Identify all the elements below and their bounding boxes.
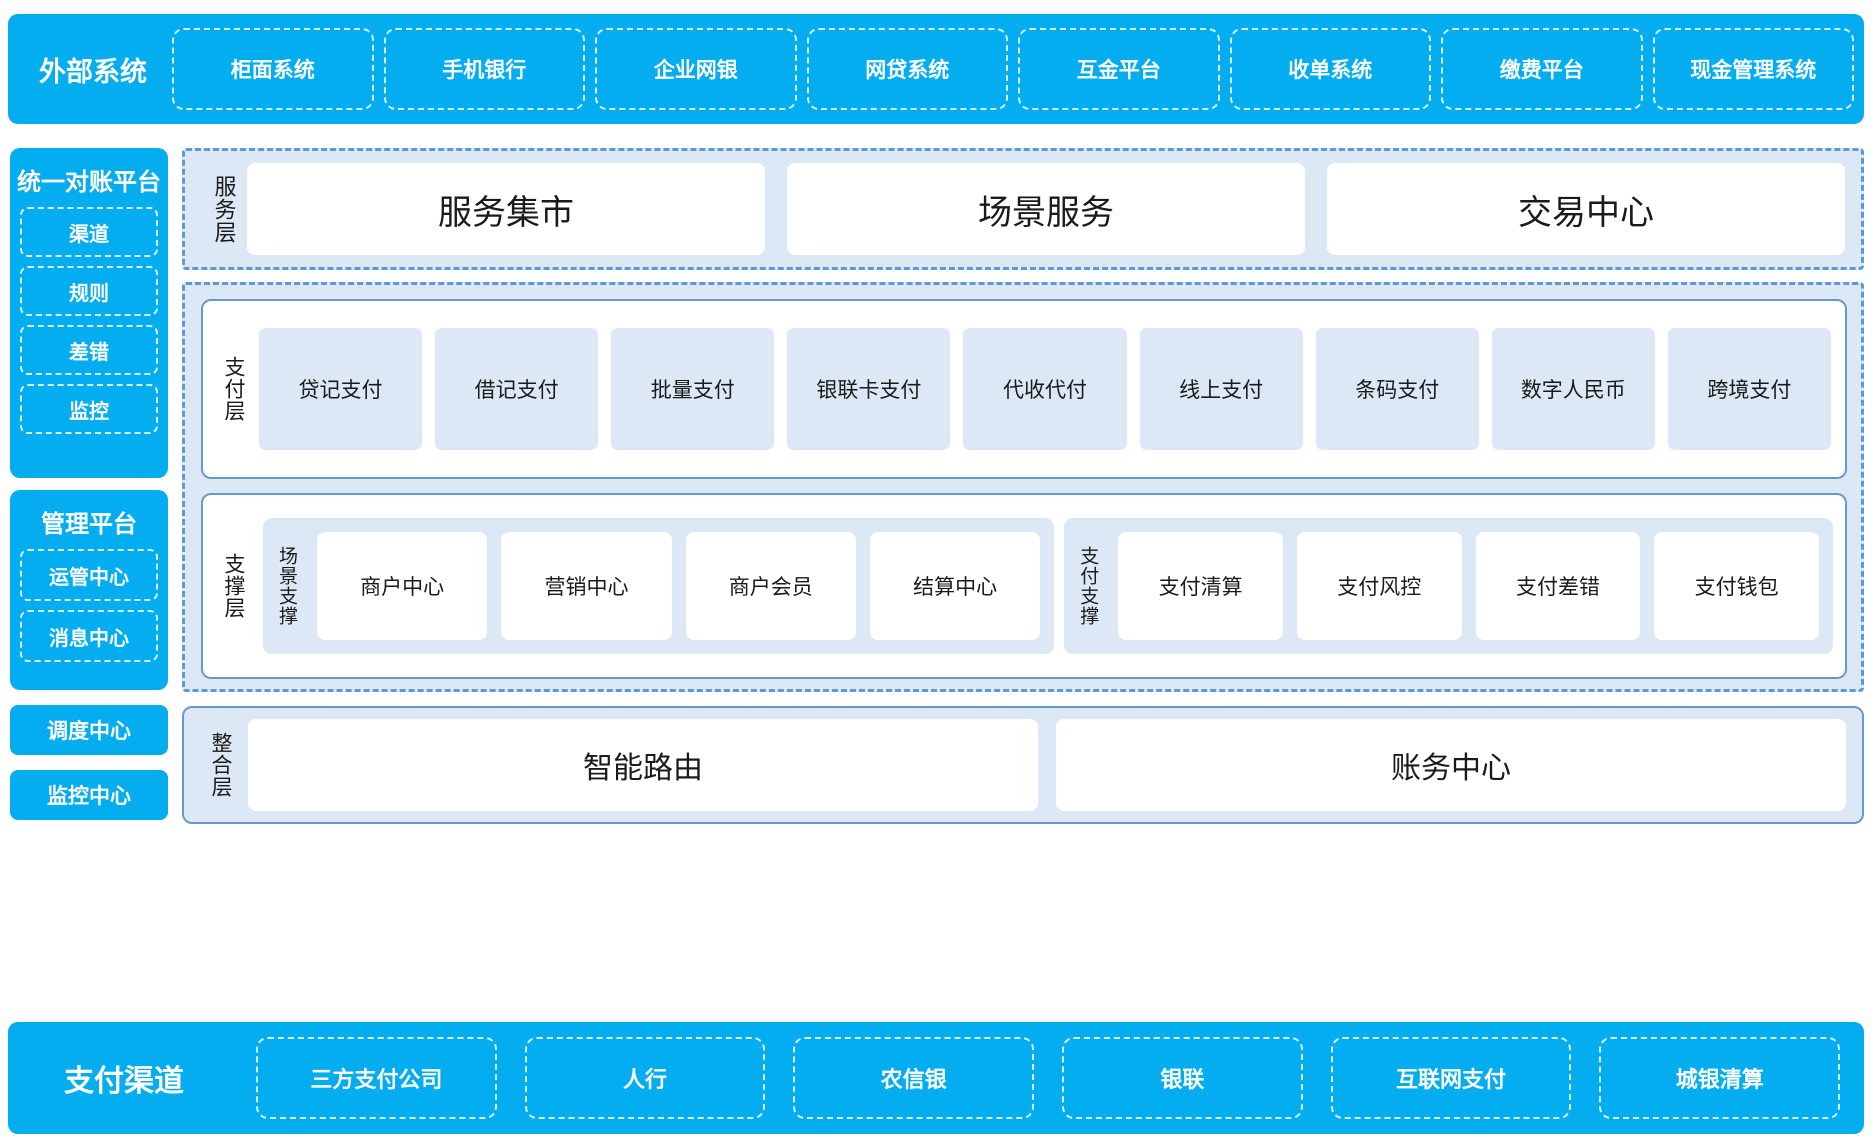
payment-item-barcode[interactable]: 条码支付 (1315, 328, 1479, 450)
payment-item-cross-border[interactable]: 跨境支付 (1667, 328, 1831, 450)
integration-item-smart-routing[interactable]: 智能路由 (248, 719, 1038, 811)
recon-item-channel[interactable]: 渠道 (20, 207, 158, 257)
external-system-item-0[interactable]: 柜面系统 (172, 28, 374, 110)
service-layer-list: 服务集市 场景服务 交易中心 (247, 163, 1845, 255)
payment-channels-bar: 支付渠道 三方支付公司 人行 农信银 银联 互联网支付 城银清算 (8, 1022, 1864, 1134)
external-systems-title: 外部系统 (39, 56, 147, 87)
payment-support-label: 支付支撑 (1077, 546, 1099, 626)
payment-item-debit[interactable]: 借记支付 (435, 328, 599, 450)
payment-item-credit[interactable]: 贷记支付 (259, 328, 423, 450)
external-systems-list: 柜面系统 手机银行 企业网银 网贷系统 互金平台 收单系统 缴费平台 现金管理系… (168, 28, 1854, 110)
scenario-item-marketing-center[interactable]: 营销中心 (501, 532, 672, 640)
support-layer-content: 支撑层 场景支撑 商户中心 营销中心 商户会员 结算中心 支付支撑 支付清算 支… (213, 495, 1833, 677)
payment-channels-title: 支付渠道 (64, 1065, 184, 1098)
service-item-scenario-service[interactable]: 场景服务 (787, 163, 1305, 255)
support-layer-label: 支撑层 (222, 553, 246, 619)
payment-channel-item-third-party[interactable]: 三方支付公司 (256, 1037, 497, 1119)
support-layer-box: 支撑层 场景支撑 商户中心 营销中心 商户会员 结算中心 支付支撑 支付清算 支… (201, 493, 1847, 679)
unified-reconciliation-platform-card: 统一对账平台 渠道 规则 差错 监控 (10, 148, 168, 478)
payment-support-item-risk-control[interactable]: 支付风控 (1296, 532, 1462, 640)
service-layer-region: 服务层 服务集市 场景服务 交易中心 (182, 148, 1864, 270)
payment-channels-list: 三方支付公司 人行 农信银 银联 互联网支付 城银清算 (224, 1037, 1848, 1119)
integration-layer-list: 智能路由 账务中心 (242, 719, 1846, 811)
integration-layer-region: 整合层 智能路由 账务中心 (182, 706, 1864, 824)
recon-item-monitor[interactable]: 监控 (20, 384, 158, 434)
payment-item-collection-payment[interactable]: 代收代付 (963, 328, 1127, 450)
scenario-support-group: 场景支撑 商户中心 营销中心 商户会员 结算中心 (263, 518, 1055, 654)
recon-item-error[interactable]: 差错 (20, 325, 158, 375)
scenario-item-merchant-membership[interactable]: 商户会员 (685, 532, 856, 640)
recon-item-rule[interactable]: 规则 (20, 266, 158, 316)
scenario-item-settlement-center[interactable]: 结算中心 (869, 532, 1041, 640)
external-system-item-7[interactable]: 现金管理系统 (1652, 28, 1854, 110)
service-layer-content: 服务层 服务集市 场景服务 交易中心 (201, 159, 1845, 259)
integration-layer-content: 整合层 智能路由 账务中心 (198, 708, 1846, 822)
external-system-item-1[interactable]: 手机银行 (383, 28, 585, 110)
payment-support-group: 支付支撑 支付清算 支付风控 支付差错 支付钱包 (1064, 518, 1833, 654)
payment-item-batch[interactable]: 批量支付 (611, 328, 775, 450)
recon-platform-title: 统一对账平台 (17, 169, 161, 196)
payment-channel-item-internet-payment[interactable]: 互联网支付 (1330, 1037, 1572, 1119)
payment-layer-content: 支付层 贷记支付 借记支付 批量支付 银联卡支付 代收代付 线上支付 条码支付 … (213, 301, 1831, 477)
scenario-item-merchant-center[interactable]: 商户中心 (317, 532, 488, 640)
payment-layer-label: 支付层 (222, 356, 246, 422)
core-layers-region: 支付层 贷记支付 借记支付 批量支付 银联卡支付 代收代付 线上支付 条码支付 … (182, 282, 1864, 692)
external-system-item-6[interactable]: 缴费平台 (1441, 28, 1643, 110)
external-systems-bar: 外部系统 柜面系统 手机银行 企业网银 网贷系统 互金平台 收单系统 缴费平台 … (8, 14, 1864, 124)
external-system-item-4[interactable]: 互金平台 (1018, 28, 1220, 110)
dispatch-center-button[interactable]: 调度中心 (10, 705, 168, 755)
external-system-item-2[interactable]: 企业网银 (595, 28, 797, 110)
mgmt-item-operations-center[interactable]: 运管中心 (20, 549, 158, 601)
integration-item-accounting-center[interactable]: 账务中心 (1056, 719, 1846, 811)
service-layer-label: 服务层 (211, 174, 237, 244)
monitor-center-button[interactable]: 监控中心 (10, 770, 168, 820)
payment-support-list: 支付清算 支付风控 支付差错 支付钱包 (1118, 532, 1819, 640)
external-system-item-5[interactable]: 收单系统 (1229, 28, 1431, 110)
payment-channel-item-city-bank-clearing[interactable]: 城银清算 (1599, 1037, 1841, 1119)
mgmt-item-message-center[interactable]: 消息中心 (20, 610, 158, 662)
scenario-support-list: 商户中心 营销中心 商户会员 结算中心 (317, 532, 1041, 640)
payment-channel-item-rcc[interactable]: 农信银 (793, 1037, 1035, 1119)
payment-layer-box: 支付层 贷记支付 借记支付 批量支付 银联卡支付 代收代付 线上支付 条码支付 … (201, 299, 1847, 479)
payment-channel-item-unionpay[interactable]: 银联 (1062, 1037, 1303, 1119)
payment-channel-item-pboc[interactable]: 人行 (524, 1037, 766, 1119)
payment-item-online[interactable]: 线上支付 (1139, 328, 1303, 450)
payment-item-unionpay-card[interactable]: 银联卡支付 (787, 328, 951, 450)
service-item-marketplace[interactable]: 服务集市 (247, 163, 765, 255)
integration-layer-label: 整合层 (209, 732, 233, 798)
external-system-item-3[interactable]: 网贷系统 (806, 28, 1008, 110)
payment-item-digital-rmb[interactable]: 数字人民币 (1491, 328, 1655, 450)
payment-support-item-error-handling[interactable]: 支付差错 (1475, 532, 1641, 640)
service-item-transaction-center[interactable]: 交易中心 (1327, 163, 1845, 255)
payment-support-item-wallet[interactable]: 支付钱包 (1654, 532, 1819, 640)
payment-layer-list: 贷记支付 借记支付 批量支付 银联卡支付 代收代付 线上支付 条码支付 数字人民… (253, 328, 1831, 450)
scenario-support-label: 场景支撑 (275, 546, 297, 626)
payment-support-item-clearing[interactable]: 支付清算 (1118, 532, 1283, 640)
management-platform-card: 管理平台 运管中心 消息中心 (10, 490, 168, 690)
management-platform-title: 管理平台 (41, 511, 137, 538)
